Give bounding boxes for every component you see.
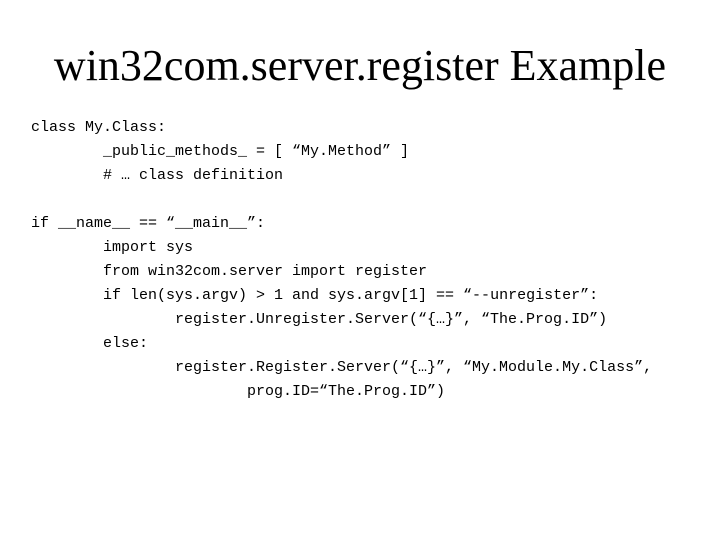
code-line: else: [103, 335, 149, 352]
code-block: class My.Class: _public_methods_ = [ “My… [31, 116, 711, 404]
code-line-blank [31, 188, 711, 212]
code-line: if __name__ == “__main__”: [31, 215, 266, 232]
code-line: if len(sys.argv) > 1 and sys.argv[1] == … [103, 287, 599, 304]
code-line: from win32com.server import register [103, 263, 428, 280]
code-line: import sys [103, 239, 194, 256]
code-line: prog.ID=“The.Prog.ID”) [247, 383, 446, 400]
code-line: register.Unregister.Server(“{…}”, “The.P… [175, 311, 608, 328]
code-line: register.Register.Server(“{…}”, “My.Modu… [175, 359, 653, 376]
code-line: # … class definition [103, 167, 284, 184]
code-line: _public_methods_ = [ “My.Method” ] [103, 143, 410, 160]
slide-title: win32com.server.register Example [53, 41, 667, 90]
code-line: class My.Class: [31, 119, 167, 136]
